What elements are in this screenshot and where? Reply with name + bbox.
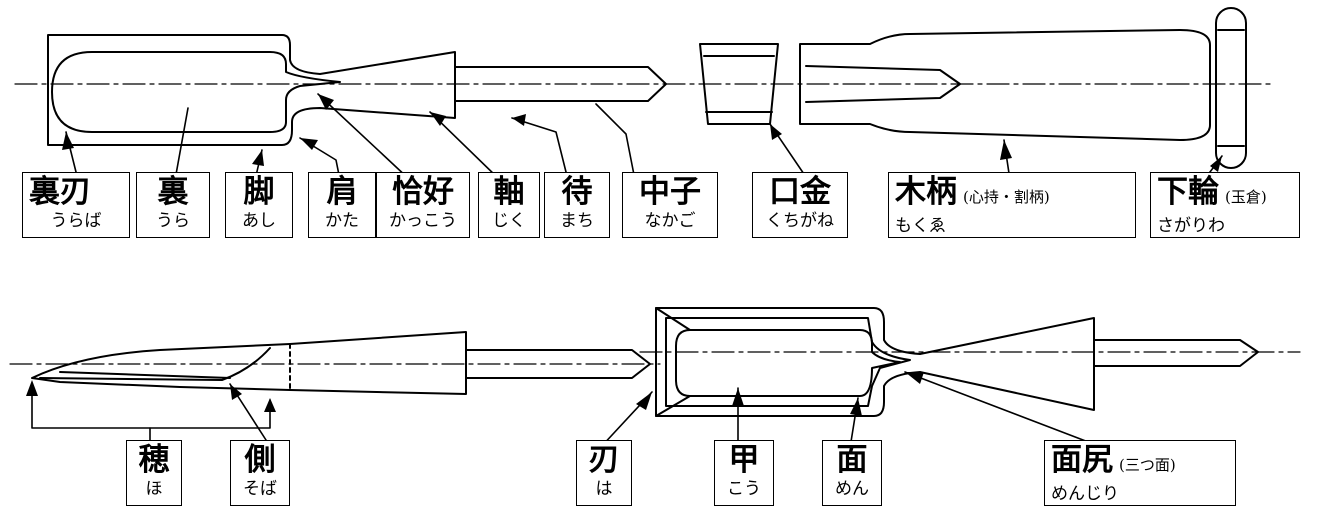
label-ha-kanji: 刃 — [588, 442, 620, 478]
label-menjiri-reading: めんじり — [1051, 484, 1119, 504]
label-sagariwa-reading: さがりわ — [1157, 216, 1225, 236]
label-kuchigane-kanji: 口金 — [769, 174, 831, 210]
chisel-front-view — [639, 307, 1301, 417]
label-soba-kanji: 側 — [244, 442, 276, 478]
side-arrowheads — [26, 380, 276, 412]
label-ho: 穂 ほ — [126, 440, 182, 506]
label-ashi-reading: あし — [242, 211, 276, 231]
label-urab: 裏刃 うらば — [22, 172, 130, 238]
label-soba-reading: そば — [243, 479, 277, 499]
label-kou: 甲 こう — [714, 440, 774, 506]
label-mokue-note: (心持・割柄) — [963, 188, 1050, 206]
handle-outline — [799, 29, 1211, 141]
label-ha: 刃 は — [576, 440, 632, 506]
label-ura-reading: うら — [156, 211, 190, 231]
label-kakkou-reading: かっこう — [389, 211, 457, 231]
label-menjiri: 面尻 (三つ面) めんじり — [1044, 440, 1236, 506]
label-ura-kanji: 裏 — [157, 174, 189, 210]
label-mokue-kanji: 木柄 — [895, 174, 957, 210]
label-ho-kanji: 穂 — [138, 442, 170, 478]
label-urab-kanji: 裏刃 — [29, 174, 91, 210]
label-jiku-kanji: 軸 — [493, 174, 525, 210]
label-menjiri-note: (三つ面) — [1119, 456, 1176, 474]
label-nakago-reading: なかご — [644, 211, 696, 231]
label-men: 面 めん — [822, 440, 882, 506]
label-sagariwa-note: (玉倉) — [1225, 188, 1267, 206]
label-mokue: 木柄 (心持・割柄) もくゑ — [888, 172, 1136, 238]
blade-outline — [47, 34, 456, 146]
label-kuchigane-reading: くちがね — [766, 211, 834, 231]
label-kata: 肩 かた — [308, 172, 376, 238]
label-men-reading: めん — [835, 479, 869, 499]
label-ura: 裏 うら — [136, 172, 210, 238]
label-urab-reading: うらば — [50, 211, 102, 231]
label-kakkou-kanji: 恰好 — [392, 174, 454, 210]
label-machi-reading: まち — [560, 211, 594, 231]
ura-outline — [51, 51, 341, 133]
label-jiku-reading: じく — [492, 211, 526, 231]
label-sagariwa-kanji: 下輪 — [1157, 174, 1219, 210]
label-kuchigane: 口金 くちがね — [752, 172, 848, 238]
label-kata-reading: かた — [325, 211, 359, 231]
label-kou-kanji: 甲 — [728, 442, 760, 478]
label-mokue-reading: もくゑ — [895, 216, 946, 236]
label-kakkou: 恰好 かっこう — [376, 172, 470, 238]
label-kou-reading: こう — [727, 479, 761, 499]
top-arrowheads — [62, 94, 1222, 172]
label-kata-kanji: 肩 — [326, 174, 358, 210]
chisel-back-view — [14, 7, 1276, 169]
label-men-kanji: 面 — [836, 442, 868, 478]
label-menjiri-kanji: 面尻 — [1051, 442, 1113, 478]
front-arrowheads — [636, 372, 924, 416]
ring-outline — [1215, 7, 1247, 169]
chisel-side-view — [9, 331, 661, 441]
label-ashi: 脚 あし — [225, 172, 293, 238]
label-machi-kanji: 待 — [561, 174, 593, 210]
label-ho-reading: ほ — [145, 479, 163, 499]
label-ha-reading: は — [595, 479, 613, 499]
label-nakago: 中子 なかご — [622, 172, 718, 238]
label-jiku: 軸 じく — [478, 172, 540, 238]
label-nakago-kanji: 中子 — [639, 174, 701, 210]
label-soba: 側 そば — [230, 440, 290, 506]
label-machi: 待 まち — [544, 172, 610, 238]
label-ashi-kanji: 脚 — [243, 174, 275, 210]
label-sagariwa: 下輪 (玉倉) さがりわ — [1150, 172, 1300, 238]
